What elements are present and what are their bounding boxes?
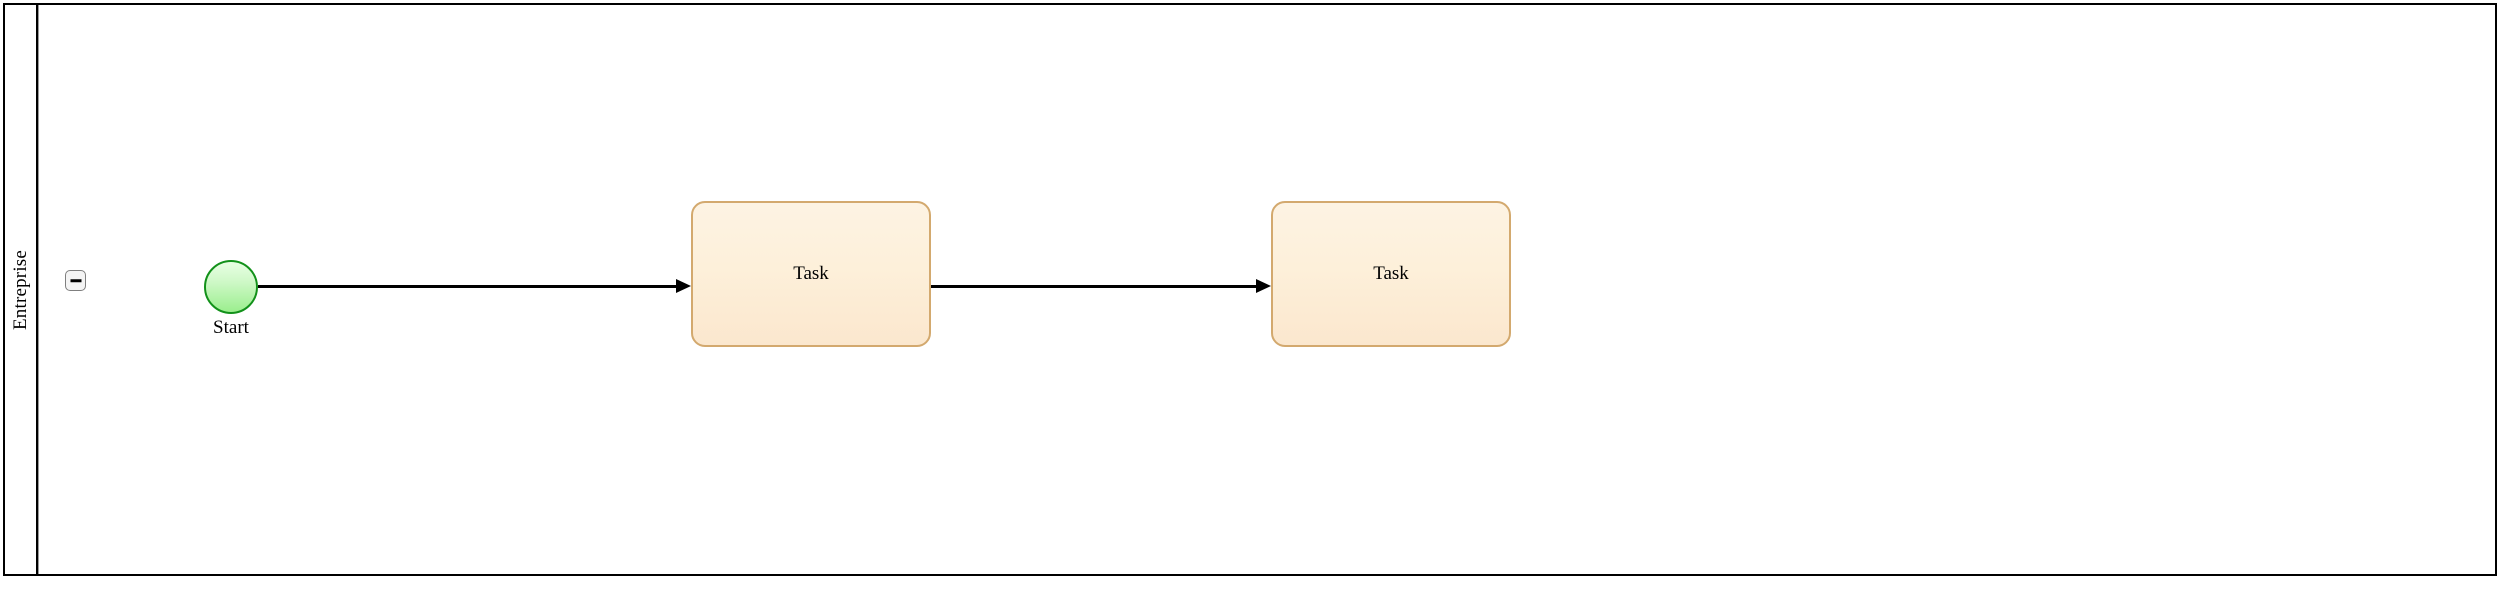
minus-icon [70,278,81,283]
arrowhead-icon [676,279,691,293]
lane-header[interactable]: Entreprise [5,5,38,574]
task-label: Task [793,263,829,284]
lane-body: Start Task Task [38,5,2495,574]
flow-line [931,285,1256,288]
task-node-2[interactable]: Task [1271,201,1511,347]
arrowhead-icon [1256,279,1271,293]
start-event-label: Start [213,317,249,338]
sequence-flow-task-1-to-task-2[interactable] [931,277,1271,297]
flow-line [258,285,676,288]
lane-title-label: Entreprise [9,249,31,330]
sequence-flow-start-to-task-1[interactable] [258,277,691,297]
task-label: Task [1373,263,1409,284]
pool-entreprise[interactable]: Entreprise Start Task Task [3,3,2497,576]
collapse-button[interactable] [65,270,86,291]
start-event-node[interactable] [204,260,258,314]
task-node-1[interactable]: Task [691,201,931,347]
